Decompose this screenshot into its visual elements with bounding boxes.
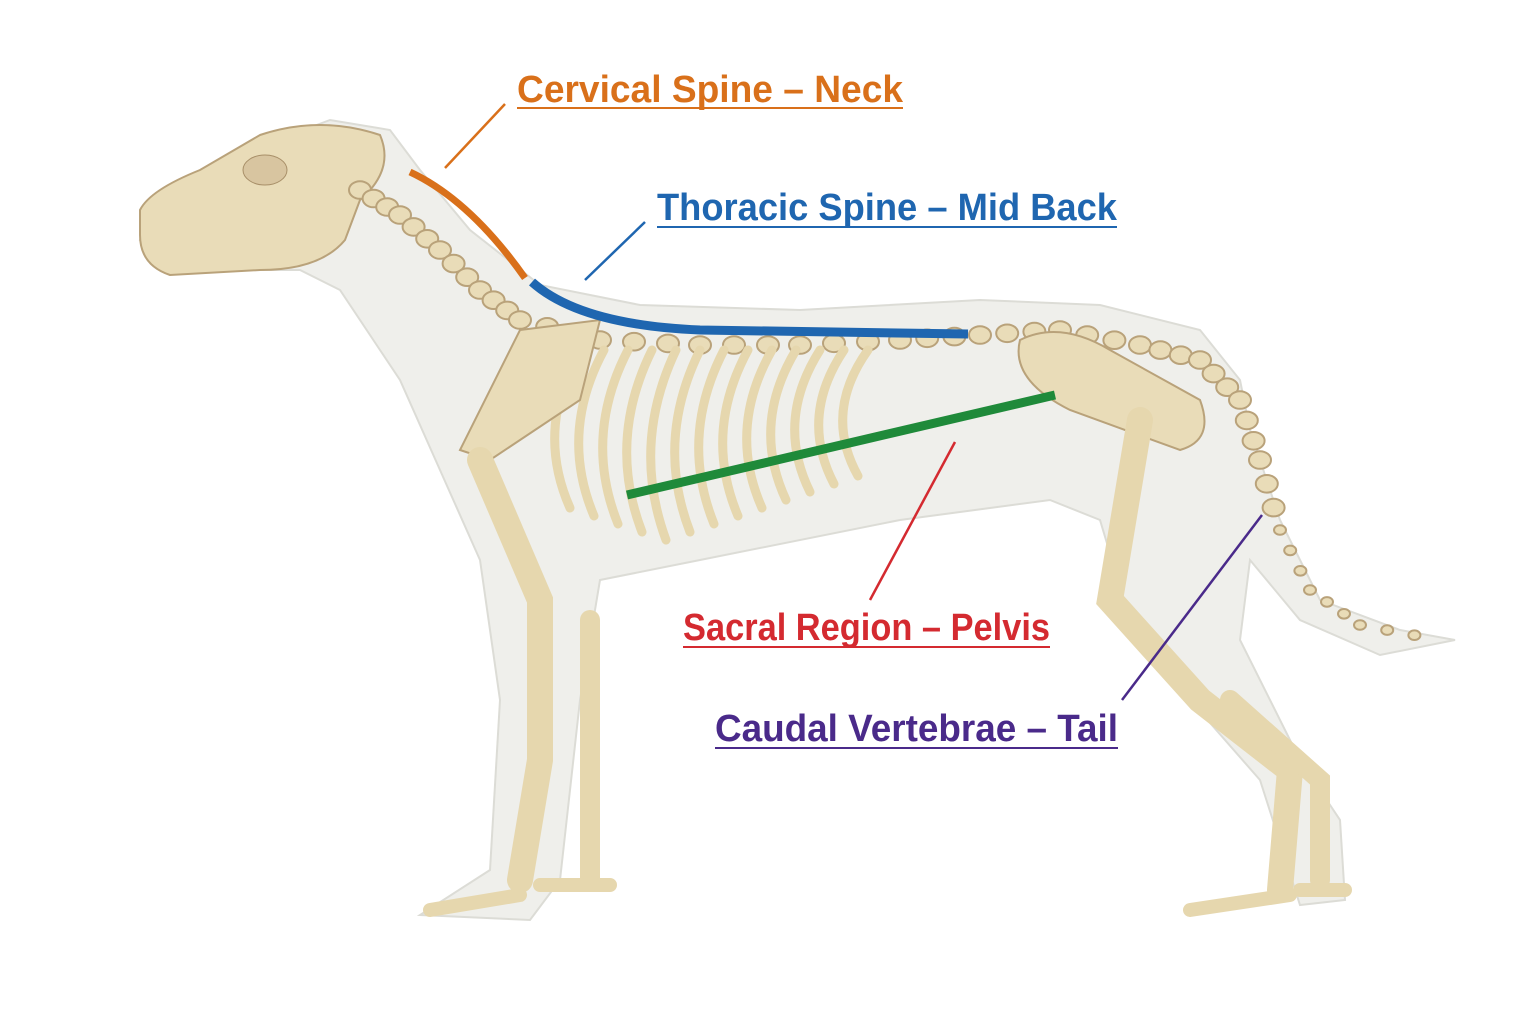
vertebra xyxy=(1407,629,1422,642)
vertebra xyxy=(1283,544,1298,557)
vertebral-column xyxy=(348,180,1422,642)
vertebra xyxy=(968,325,992,345)
vertebra xyxy=(508,310,532,330)
vertebra xyxy=(1128,335,1152,355)
cervical-leader xyxy=(444,103,506,169)
vertebra xyxy=(1148,340,1173,360)
vertebra xyxy=(1380,624,1395,636)
thoracic-label: Thoracic Spine – Mid Back xyxy=(657,187,1118,229)
vertebra xyxy=(1188,350,1212,370)
cervical-label: Cervical Spine – Neck xyxy=(517,69,904,111)
skull xyxy=(139,124,386,277)
rib xyxy=(814,345,849,489)
rib xyxy=(694,345,729,529)
rib xyxy=(838,345,873,481)
vertebra xyxy=(1234,410,1259,431)
vertebra xyxy=(1248,450,1272,470)
vertebra xyxy=(1201,363,1226,384)
vertebra xyxy=(1303,584,1317,596)
legs xyxy=(423,407,1352,917)
rib xyxy=(718,345,753,521)
rib xyxy=(622,345,657,537)
eye-socket xyxy=(242,154,288,186)
vertebra xyxy=(995,323,1020,344)
vertebra xyxy=(1320,596,1334,608)
vertebra xyxy=(428,240,452,260)
rib xyxy=(646,345,681,545)
vertebra xyxy=(1273,524,1287,536)
sacral-label: Sacral Region – Pelvis xyxy=(683,607,1050,649)
rib xyxy=(574,345,609,521)
caudal-label: Caudal Vertebrae – Tail xyxy=(715,708,1118,750)
pelvis xyxy=(1017,331,1206,452)
vertebra xyxy=(722,335,746,355)
lumbar-marker xyxy=(625,390,1057,500)
vertebra xyxy=(1261,497,1286,518)
thoracic-marker xyxy=(528,278,969,339)
sacral-leader xyxy=(868,441,957,601)
vertebra xyxy=(1293,565,1308,577)
rib xyxy=(790,345,825,497)
rib-cage xyxy=(550,345,873,545)
vertebra xyxy=(1254,474,1279,494)
vertebra xyxy=(1337,608,1351,620)
rib xyxy=(742,345,777,513)
caudal-leader xyxy=(1121,514,1263,701)
rib xyxy=(670,345,705,537)
vertebra xyxy=(1102,330,1127,351)
thoracic-leader xyxy=(584,221,646,281)
vertebra xyxy=(455,267,480,288)
vertebra xyxy=(441,253,466,274)
rib xyxy=(766,345,801,505)
vertebra xyxy=(401,217,426,237)
scapula xyxy=(458,318,602,462)
vertebra xyxy=(1241,431,1266,451)
vertebra xyxy=(1215,377,1240,398)
cervical-marker xyxy=(408,168,528,281)
dog-body-silhouette xyxy=(138,118,1456,922)
vertebra xyxy=(1353,619,1367,631)
vertebra xyxy=(388,205,412,225)
rib xyxy=(598,345,633,529)
vertebra xyxy=(1228,390,1252,410)
